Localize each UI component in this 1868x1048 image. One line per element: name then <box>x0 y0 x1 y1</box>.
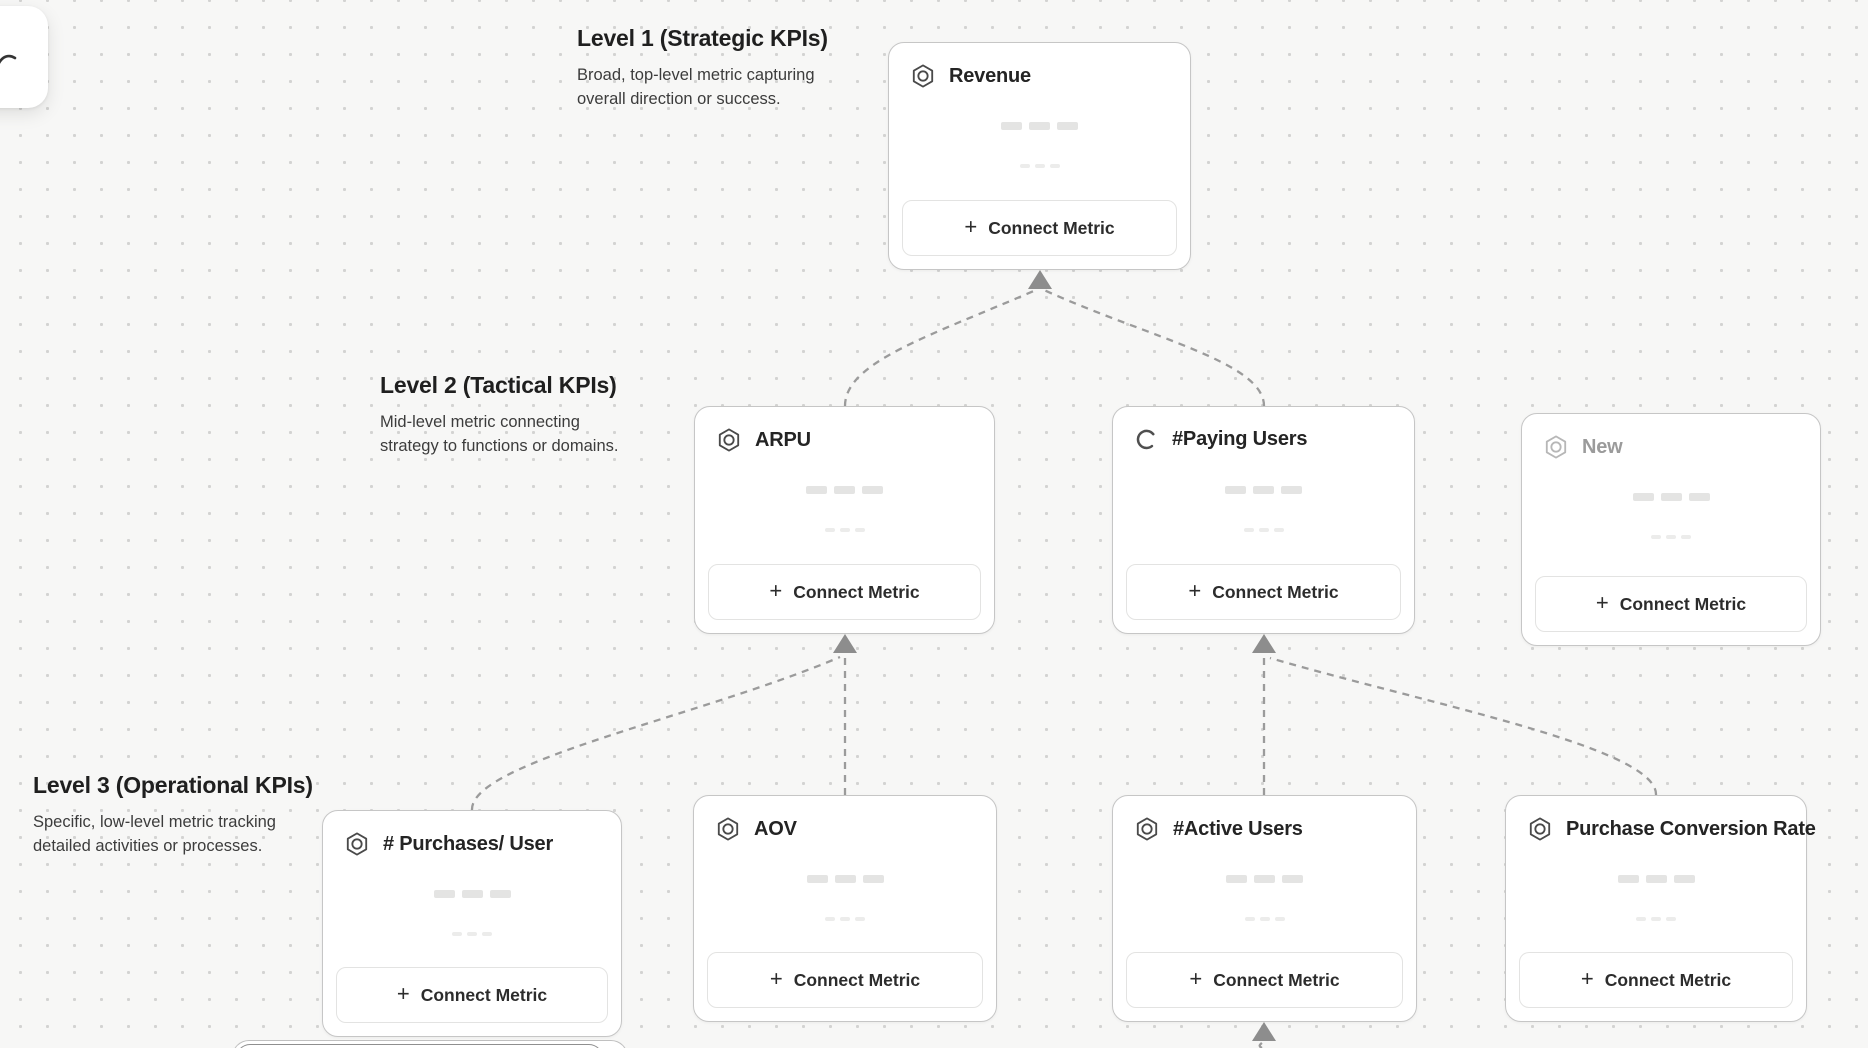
metric-card-purchases-per-user[interactable]: # Purchases/ User + Connect Metric <box>322 810 622 1037</box>
plus-icon: + <box>1580 966 1594 991</box>
connect-metric-label: Connect Metric <box>1619 593 1747 614</box>
connect-metric-label: Connect Metric <box>1213 969 1340 990</box>
metric-card-title: #Paying Users <box>1172 428 1308 450</box>
placeholder-bars-row <box>889 164 1190 168</box>
hexagon-badge-icon <box>1543 434 1569 460</box>
level-1-title: Level 1 (Strategic KPIs) <box>577 25 828 51</box>
plus-icon: + <box>964 214 978 239</box>
placeholder-bars-row <box>1522 493 1820 501</box>
level-2-title: Level 2 (Tactical KPIs) <box>380 372 617 398</box>
card-header: ARPU <box>695 407 994 453</box>
metric-card-new[interactable]: New + Connect Metric <box>1521 413 1821 646</box>
placeholder-bars-row <box>1113 917 1416 921</box>
connect-metric-label: Connect Metric <box>1212 581 1339 602</box>
metric-card-title: New <box>1582 435 1623 458</box>
metric-card-title: #Active Users <box>1173 817 1303 840</box>
connect-metric-button[interactable]: + Connect Metric <box>1126 952 1403 1008</box>
metric-card-arpu[interactable]: ARPU + Connect Metric <box>694 406 995 634</box>
edge-purchases-to-arpu <box>470 655 841 811</box>
connect-metric-button[interactable]: + Connect Metric <box>708 564 981 620</box>
metric-card-title: # Purchases/ User <box>383 832 554 855</box>
connect-metric-button[interactable]: + Connect Metric <box>1535 576 1807 632</box>
arrowhead-into-payingusers <box>1252 634 1276 653</box>
floating-toolbar-panel[interactable] <box>0 6 48 108</box>
plus-icon: + <box>769 966 783 991</box>
placeholder-bars-row <box>1113 875 1416 883</box>
level-3-label: Level 3 (Operational KPIs) Specific, low… <box>33 772 313 858</box>
hexagon-badge-icon <box>1527 816 1553 842</box>
edge-pcr-to-payingusers <box>1269 656 1658 796</box>
metric-card-paying-users[interactable]: #Paying Users + Connect Metric <box>1112 406 1415 634</box>
placeholder-bars-row <box>323 932 621 936</box>
metric-card-title: Purchase Conversion Rate <box>1566 817 1816 840</box>
connect-metric-label: Connect Metric <box>793 581 920 602</box>
hexagon-badge-icon <box>344 831 370 857</box>
connect-metric-button[interactable]: + Connect Metric <box>1519 952 1793 1008</box>
loading-spinner-icon <box>1134 427 1159 452</box>
metric-card-purchase-conversion-rate[interactable]: Purchase Conversion Rate + Connect Metri… <box>1505 795 1816 1022</box>
connect-metric-label: Connect Metric <box>793 969 921 990</box>
plus-icon: + <box>1188 578 1202 603</box>
placeholder-bars-row <box>1506 875 1806 883</box>
plus-icon: + <box>396 981 410 1006</box>
placeholder-bars-row <box>1522 535 1820 539</box>
connect-metric-button[interactable]: + Connect Metric <box>707 952 983 1008</box>
connect-metric-label: Connect Metric <box>420 984 548 1005</box>
card-header: # Purchases/ User <box>323 811 621 857</box>
edge-payingusers-to-revenue <box>1043 288 1266 407</box>
card-header: AOV <box>694 796 996 842</box>
placeholder-bars-row <box>1113 486 1414 494</box>
partial-metric-card-selected[interactable] <box>236 1044 603 1048</box>
card-header: Purchase Conversion Rate <box>1506 796 1816 842</box>
level-3-title: Level 3 (Operational KPIs) <box>33 772 313 798</box>
card-header: #Paying Users <box>1113 407 1414 452</box>
placeholder-bars-row <box>1506 917 1806 921</box>
edge-offscreen-to-activeusers <box>1258 1035 1265 1048</box>
level-1-label: Level 1 (Strategic KPIs) Broad, top-leve… <box>577 25 828 111</box>
metric-card-revenue[interactable]: Revenue + Connect Metric <box>888 42 1191 270</box>
arrowhead-into-arpu <box>833 634 857 653</box>
plus-icon: + <box>769 578 783 603</box>
level-2-description: Mid-level metric connecting strategy to … <box>380 413 619 455</box>
hexagon-badge-icon <box>910 63 936 89</box>
placeholder-bars-row <box>1113 528 1414 532</box>
metric-card-active-users[interactable]: #Active Users + Connect Metric <box>1112 795 1417 1022</box>
connect-metric-label: Connect Metric <box>988 217 1115 238</box>
edge-arpu-to-revenue <box>843 288 1037 407</box>
level-1-description: Broad, top-level metric capturing overal… <box>577 66 815 108</box>
arrowhead-into-activeusers <box>1252 1022 1276 1041</box>
level-3-description: Specific, low-level metric tracking deta… <box>33 813 276 855</box>
arrowhead-into-revenue <box>1028 270 1052 289</box>
card-header: #Active Users <box>1113 796 1416 842</box>
placeholder-bars-row <box>694 875 996 883</box>
connect-metric-button[interactable]: + Connect Metric <box>902 200 1177 256</box>
hexagon-badge-icon <box>715 816 741 842</box>
metric-card-aov[interactable]: AOV + Connect Metric <box>693 795 997 1022</box>
placeholder-bars-row <box>694 917 996 921</box>
metric-card-title: ARPU <box>755 428 811 451</box>
placeholder-bars-row <box>889 122 1190 130</box>
connect-metric-button[interactable]: + Connect Metric <box>336 967 608 1023</box>
placeholder-bars-row <box>695 486 994 494</box>
level-2-label: Level 2 (Tactical KPIs) Mid-level metric… <box>380 372 618 458</box>
card-header: Revenue <box>889 43 1190 89</box>
hexagon-badge-icon <box>1134 816 1160 842</box>
connect-metric-button[interactable]: + Connect Metric <box>1126 564 1401 620</box>
card-header: New <box>1522 414 1820 460</box>
metric-card-title: Revenue <box>949 64 1031 87</box>
hexagon-badge-icon <box>716 427 742 453</box>
placeholder-bars-row <box>695 528 994 532</box>
plus-icon: + <box>1189 966 1203 991</box>
metric-card-title: AOV <box>754 817 797 840</box>
plus-icon: + <box>1595 590 1609 615</box>
placeholder-bars-row <box>323 890 621 898</box>
connect-metric-label: Connect Metric <box>1604 969 1732 990</box>
pen-stroke-icon <box>0 54 17 65</box>
